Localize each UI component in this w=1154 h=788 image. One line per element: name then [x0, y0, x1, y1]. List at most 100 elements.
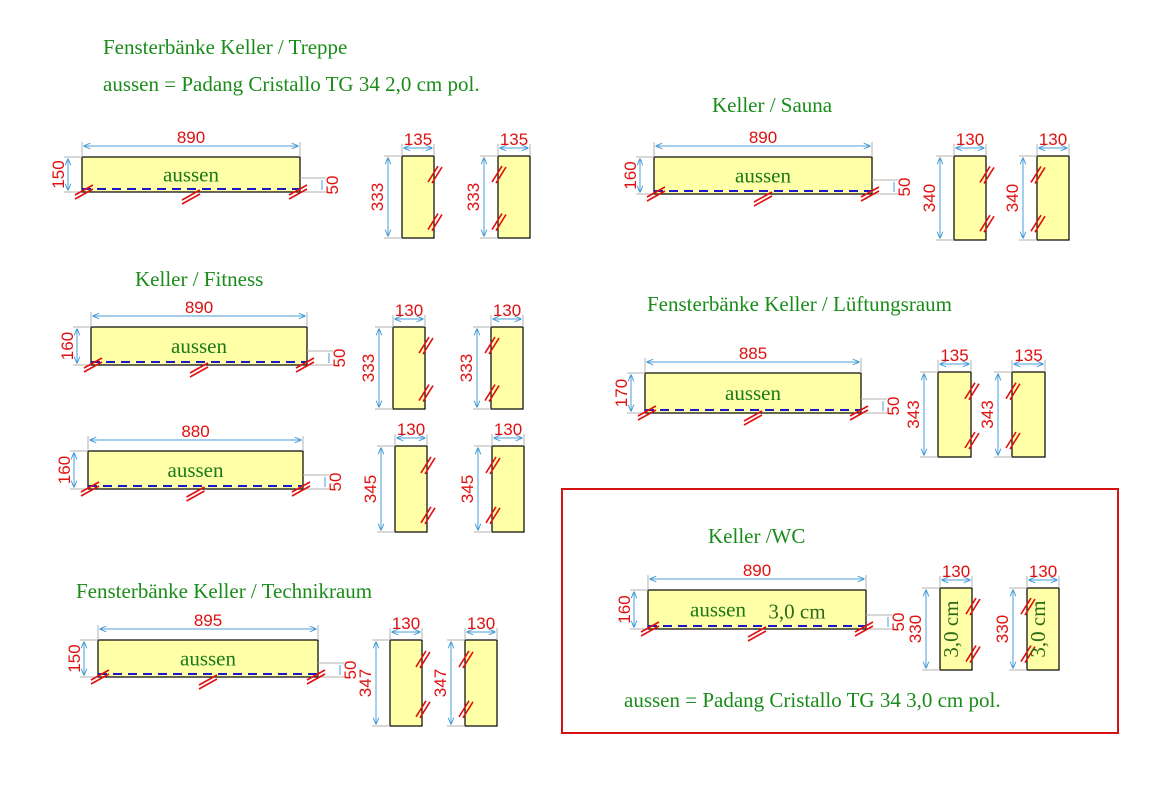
break-mark: [74, 188, 94, 200]
break-mark: [1020, 597, 1032, 615]
slab-label: aussen: [171, 334, 227, 358]
break-mark: [488, 385, 500, 403]
side-piece-technik-1: 130 347: [356, 614, 431, 727]
break-mark: [431, 166, 443, 184]
break-mark: [424, 457, 436, 475]
depth-value: 160: [621, 161, 640, 189]
break-mark: [1034, 167, 1046, 184]
break-mark: [420, 506, 432, 524]
depth-value: 160: [58, 332, 77, 360]
side-body: [939, 587, 973, 671]
break-mark: [198, 678, 218, 690]
break-mark: [186, 490, 205, 502]
break-mark: [484, 336, 496, 354]
width-value: 130: [1029, 562, 1057, 581]
slab-body: [647, 589, 867, 630]
break-mark: [743, 410, 763, 422]
break-mark: [640, 621, 660, 633]
side-body: [1026, 587, 1060, 671]
break-mark: [415, 650, 427, 668]
break-mark: [969, 646, 981, 664]
slab-label: aussen: [690, 598, 746, 622]
break-mark: [420, 456, 432, 474]
break-mark: [1005, 431, 1017, 449]
side-thickness: 3,0 cm: [1026, 600, 1050, 657]
break-mark: [462, 701, 474, 719]
break-mark: [983, 167, 995, 184]
height-value: 343: [904, 400, 923, 428]
break-mark: [1009, 432, 1021, 450]
break-mark: [427, 213, 439, 231]
break-mark: [295, 361, 315, 373]
height-value: 347: [356, 669, 375, 697]
width-value: 130: [942, 562, 970, 581]
break-mark: [1020, 645, 1032, 663]
width-value: 135: [940, 346, 968, 365]
side-piece-wc-2: 130 330 3,0 cm: [993, 562, 1060, 671]
slab-label: aussen: [180, 647, 236, 671]
side-body: [953, 155, 987, 241]
slab-body: [97, 639, 319, 678]
break-mark: [849, 405, 869, 417]
length-value: 890: [177, 128, 205, 147]
depth-value: 150: [49, 160, 68, 188]
break-mark: [1009, 383, 1021, 401]
break-mark: [489, 457, 501, 475]
break-mark: [646, 186, 666, 198]
break-mark: [458, 700, 470, 718]
length-value: 890: [185, 298, 213, 317]
height-value: 343: [978, 400, 997, 428]
break-mark: [462, 651, 474, 669]
side-body: [389, 639, 423, 727]
break-mark: [964, 431, 976, 449]
title-wc: Keller /WC: [708, 524, 805, 548]
break-mark: [295, 357, 315, 369]
break-mark: [484, 384, 496, 402]
depth-value: 150: [65, 644, 84, 672]
break-mark: [753, 195, 773, 207]
length-value: 880: [181, 422, 209, 441]
height-value: 330: [993, 615, 1012, 643]
break-mark: [74, 184, 94, 196]
break-mark: [419, 651, 431, 669]
slab-body: [87, 450, 304, 490]
break-mark: [979, 214, 991, 232]
depth-value: 160: [615, 595, 634, 623]
width-value: 130: [392, 614, 420, 633]
side-body: [497, 155, 531, 239]
break-mark: [424, 507, 436, 525]
side-body: [464, 639, 498, 727]
header-material: aussen = Padang Cristallo TG 34 2,0 cm p…: [103, 72, 480, 96]
depth-value: 160: [55, 456, 74, 484]
break-mark: [965, 597, 977, 615]
length-value: 890: [749, 128, 777, 147]
height-value: 333: [359, 354, 378, 382]
side-body: [1036, 155, 1070, 241]
slab-body: [90, 326, 308, 366]
header-title: Fensterbänke Keller / Treppe: [103, 35, 347, 59]
slab-body: [653, 156, 873, 195]
break-mark: [80, 481, 100, 493]
width-value: 130: [1039, 130, 1067, 149]
break-mark: [431, 214, 443, 232]
break-mark: [491, 213, 503, 231]
length-value: 885: [739, 344, 767, 363]
break-mark: [288, 188, 308, 200]
title-lueftungsraum: Fensterbänke Keller / Lüftungsraum: [647, 292, 952, 316]
width-value: 130: [956, 130, 984, 149]
break-mark: [979, 166, 991, 183]
break-mark: [291, 485, 311, 497]
side-body: [490, 326, 524, 410]
edge-value: 50: [889, 613, 908, 632]
title-sauna: Keller / Sauna: [712, 93, 833, 117]
